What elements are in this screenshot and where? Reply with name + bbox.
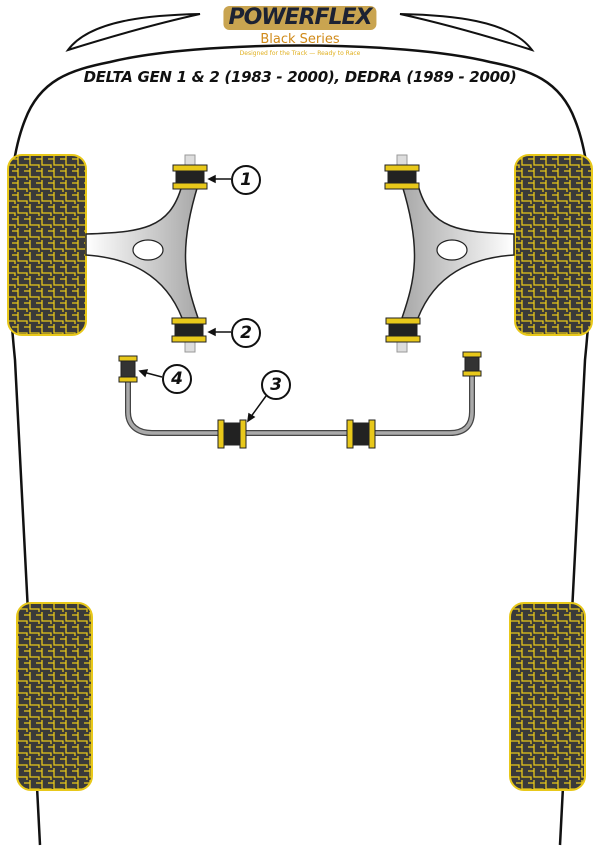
callout-3: 3: [261, 370, 291, 400]
mirror-left: [65, 13, 201, 52]
arm-hole-right: [436, 239, 468, 261]
tyre-front-right: [514, 154, 593, 336]
bush-4-droplink-right: [462, 351, 482, 377]
logo-brand: POWERFLEX: [223, 6, 377, 30]
logo-series: Black Series: [260, 32, 340, 47]
callout-1: 1: [231, 165, 261, 195]
page-title: DELTA GEN 1 & 2 (1983 - 2000), DEDRA (19…: [83, 68, 517, 86]
tyre-rear-left: [16, 602, 93, 791]
bush-2-rear-right: [385, 317, 421, 343]
bush-1-front-left: [172, 164, 208, 190]
bush-3-arb-right: [346, 419, 376, 449]
mirror-right: [399, 13, 535, 52]
bush-4-droplink-left: [118, 355, 138, 383]
callout-2: 2: [231, 318, 261, 348]
leader-arrow-3: [249, 395, 267, 419]
powerflex-logo: POWERFLEX Black Series Designed for the …: [200, 6, 400, 62]
bush-1-front-right: [384, 164, 420, 190]
car-body-outline: [7, 44, 593, 846]
callout-4: 4: [162, 364, 192, 394]
arm-hole-left: [132, 239, 164, 261]
bush-2-rear-left: [171, 317, 207, 343]
tyre-front-left: [7, 154, 87, 336]
bush-3-arb-left: [217, 419, 247, 449]
logo-tagline: Designed for the Track — Ready to Race: [239, 50, 361, 57]
tyre-rear-right: [509, 602, 586, 791]
